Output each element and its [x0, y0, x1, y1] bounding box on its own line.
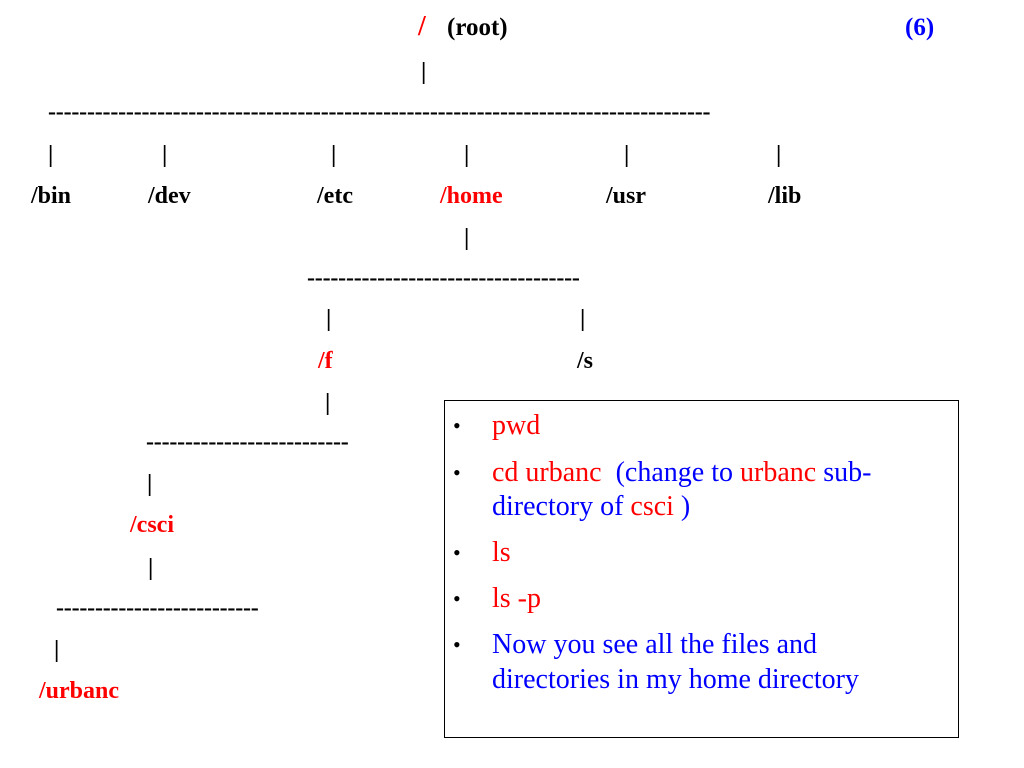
command-part: pwd: [492, 410, 541, 441]
dir-urbanc: /urbanc: [39, 678, 120, 704]
root-slash: /: [418, 11, 426, 42]
dir-f: /f: [318, 348, 333, 374]
home-connector: |: [464, 142, 470, 168]
csci-branch-line: --------------------------: [56, 595, 259, 621]
command-text: ls: [492, 536, 511, 570]
dir-bin: /bin: [31, 183, 72, 209]
note-part: directories in my home directory: [492, 664, 859, 695]
bullet: •: [453, 460, 461, 485]
commands-box: • pwd • cd urbanc (change to urbanc sub-…: [444, 400, 959, 738]
dir-usr: /usr: [606, 183, 647, 209]
note-part: Now you see all the files and: [492, 629, 818, 660]
f-child-connector: |: [325, 390, 331, 416]
lib-connector: |: [776, 142, 782, 168]
command-part: (change to: [601, 457, 740, 488]
command-text: ls -p: [492, 582, 541, 616]
dir-csci: /csci: [130, 512, 174, 538]
top-level-branch-line: ----------------------------------------…: [48, 99, 711, 125]
f-connector: |: [326, 306, 332, 332]
command-text: pwd: [492, 409, 540, 443]
dir-etc: /etc: [317, 183, 353, 209]
command-part: ls: [492, 537, 511, 568]
note-text: directories in my home directory: [492, 663, 859, 697]
note-text: Now you see all the files and: [492, 628, 817, 662]
root-label: (root): [447, 14, 508, 41]
etc-connector: |: [331, 142, 337, 168]
bullet: •: [453, 540, 461, 565]
command-part: urbanc: [740, 457, 817, 488]
urbanc-connector: |: [54, 637, 60, 663]
home-child-connector: |: [464, 225, 470, 251]
csci-connector: |: [147, 471, 153, 497]
root-connector: |: [421, 59, 427, 85]
dir-s: /s: [577, 348, 594, 374]
csci-child-connector: |: [148, 555, 154, 581]
dir-lib: /lib: [768, 183, 802, 209]
bullet: •: [453, 632, 461, 657]
f-branch-line: --------------------------: [146, 429, 349, 455]
usr-connector: |: [624, 142, 630, 168]
command-text: cd urbanc (change to urbanc sub-: [492, 456, 871, 490]
command-text: directory of csci ): [492, 490, 690, 524]
command-part: ls -p: [492, 583, 541, 614]
home-branch-line: -----------------------------------: [307, 265, 580, 291]
bullet: •: [453, 586, 461, 611]
slide-number: (6): [905, 14, 935, 41]
dir-dev: /dev: [148, 183, 191, 209]
command-part: csci: [630, 491, 674, 522]
bin-connector: |: [48, 142, 54, 168]
dev-connector: |: [162, 142, 168, 168]
s-connector: |: [580, 306, 586, 332]
command-part: directory of: [492, 491, 631, 522]
command-part: ): [673, 491, 691, 522]
dir-home: /home: [440, 183, 503, 209]
command-part: cd urbanc: [492, 457, 602, 488]
bullet: •: [453, 413, 461, 438]
command-part: sub-: [816, 457, 872, 488]
